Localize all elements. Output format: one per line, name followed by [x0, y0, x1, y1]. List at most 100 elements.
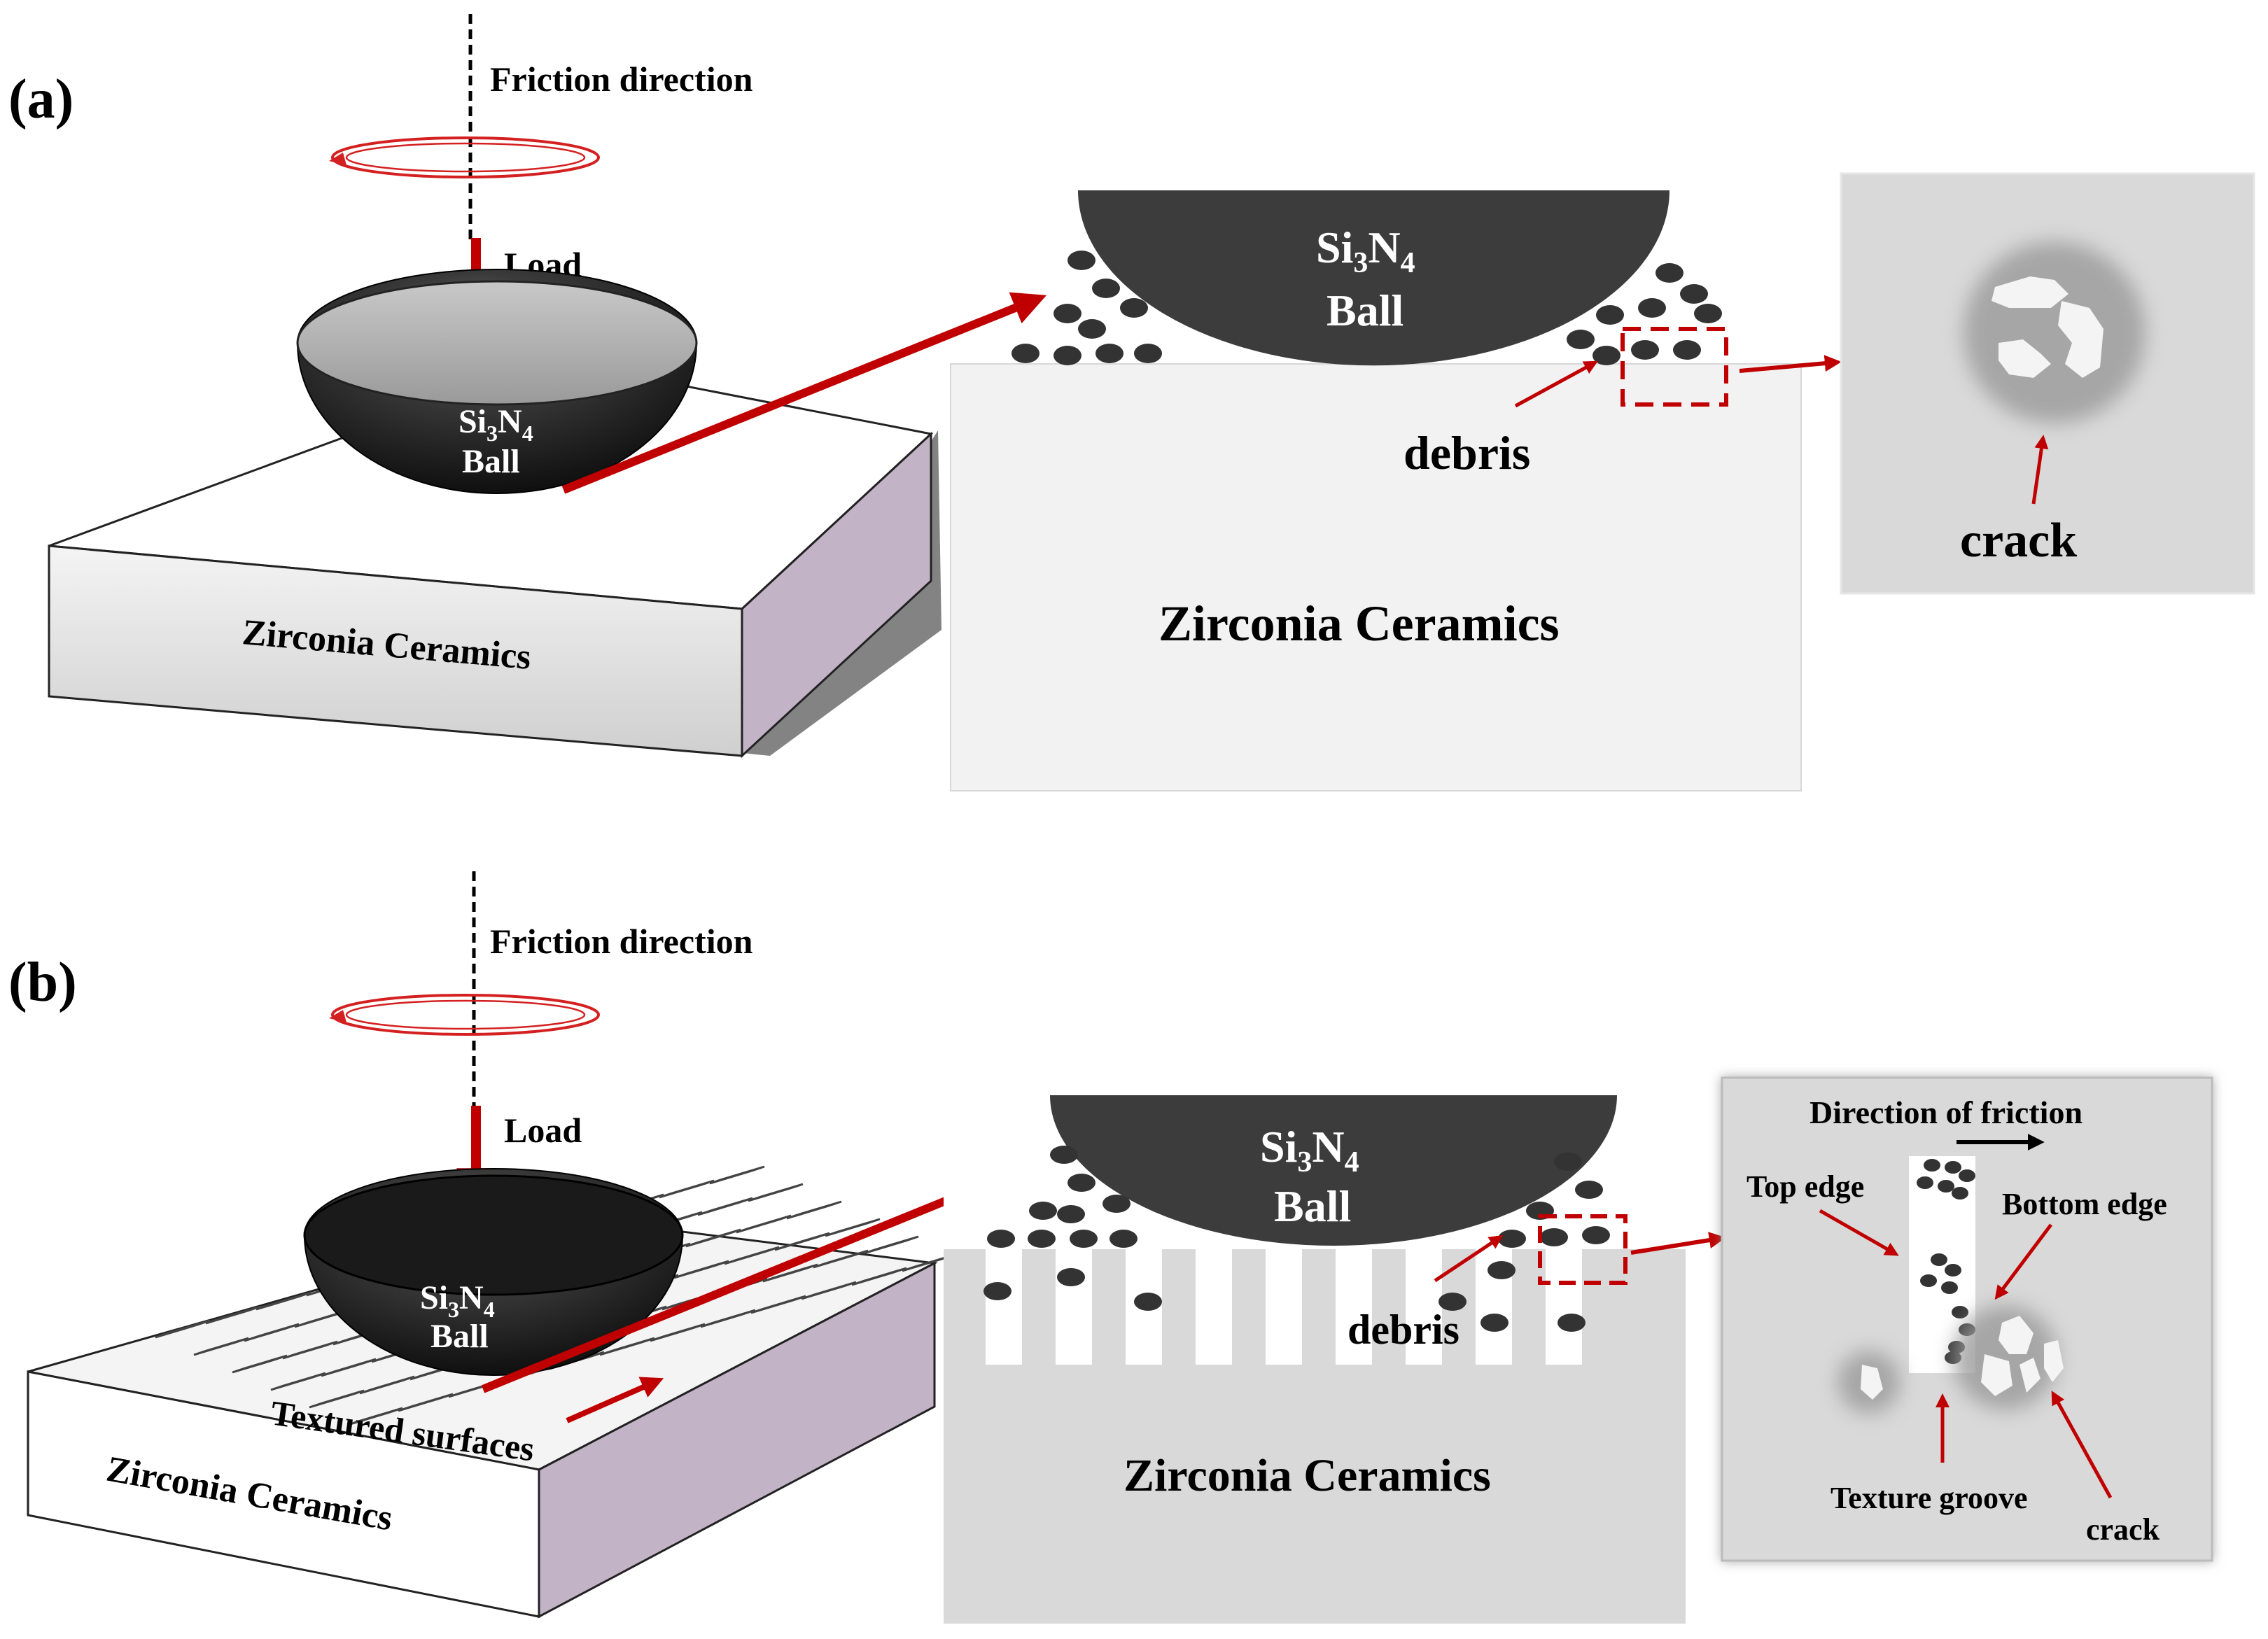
debris-particle	[1057, 1205, 1085, 1223]
texture-groove-label: Texture groove	[1830, 1481, 2028, 1515]
debris-particle	[1488, 1261, 1516, 1279]
crack-pointer-b	[2051, 1391, 2113, 1499]
debris-particle	[1680, 284, 1708, 304]
groove-slot	[1406, 1249, 1442, 1365]
texture-slot	[685, 1228, 741, 1248]
texture-slot	[825, 1218, 881, 1237]
debris-label-b: debris	[1348, 1307, 1460, 1353]
texture-groove-section	[986, 1249, 1582, 1365]
groove-slot	[1056, 1249, 1092, 1365]
debris-particle	[1102, 1195, 1130, 1213]
top-edge-label: Top edge	[1746, 1169, 1864, 1204]
zoom-arrow-b2	[1630, 1232, 1726, 1255]
debris-particle	[1068, 251, 1096, 270]
bottom-edge-label: Bottom edge	[2002, 1187, 2167, 1221]
debris-particle	[1656, 263, 1684, 283]
debris-particle	[1941, 1281, 1958, 1294]
texture-slot	[398, 1393, 454, 1412]
debris-pointer-b	[1434, 1235, 1504, 1283]
debris-particle	[1110, 1230, 1138, 1248]
friction-direction-label-b: Friction direction	[490, 922, 753, 961]
debris-particle	[1554, 1153, 1582, 1171]
debris-particles-b	[983, 1146, 1610, 1332]
ball-label-a-2: Ball	[462, 443, 520, 480]
crack-fragment	[2019, 1358, 2040, 1393]
debris-particle	[1673, 340, 1701, 360]
debris-particle	[1054, 304, 1082, 323]
texture-slot	[359, 1375, 415, 1395]
crack-fragment	[1861, 1365, 1883, 1400]
texture-slot	[724, 1246, 780, 1265]
groove-slot	[1336, 1249, 1372, 1365]
load-label-b: Load	[504, 1111, 582, 1150]
debris-particle	[1028, 1230, 1056, 1248]
debris-particle	[1959, 1169, 1975, 1182]
substrate-label-b: Zirconia Ceramics	[1124, 1450, 1491, 1501]
texture-slot	[270, 1372, 326, 1391]
panel-b-label: (b)	[8, 952, 77, 1013]
cross-section-b: Si3N4 Ball debris Zirconia Ceramics	[944, 1095, 1726, 1627]
debris-particle	[1596, 305, 1624, 325]
zoom-arrow-b	[481, 1181, 988, 1393]
top-edge-pointer	[1819, 1209, 1899, 1256]
zoom-box-a	[1620, 327, 1728, 407]
texture-slot	[786, 1200, 842, 1220]
texture-slot	[282, 1340, 338, 1360]
debris-particle	[1952, 1187, 1968, 1200]
ball-label-b-2: Ball	[430, 1318, 489, 1355]
panel-a-label: (a)	[8, 69, 74, 130]
groove-slot	[1266, 1249, 1302, 1365]
direction-of-friction-label: Direction of friction	[1809, 1095, 2082, 1130]
debris-particle	[1134, 1293, 1162, 1311]
debris-particle	[1582, 1226, 1610, 1244]
debris-particle	[1057, 1268, 1085, 1286]
texture-slot	[697, 1197, 753, 1216]
debris-particle	[1096, 344, 1124, 363]
texture-slot	[750, 1295, 806, 1314]
detail-ball-label-b-2: Ball	[1274, 1181, 1351, 1231]
zirconia-block-a: Zirconia Ceramics	[48, 359, 941, 759]
debris-particle	[1592, 346, 1620, 365]
crack-label-a: crack	[1960, 514, 2077, 568]
texture-slot	[255, 1291, 312, 1311]
groove-slot	[986, 1249, 1022, 1365]
crack-fragment	[2058, 301, 2104, 378]
debris-particle	[1575, 1181, 1603, 1199]
panel-a: (a) Friction direction Load Zirconia Cer…	[8, 14, 2255, 792]
panel-b: (b) Friction direction Load Zirconia Cer…	[8, 871, 2213, 1627]
debris-particle	[1011, 344, 1040, 363]
debris-particle	[1498, 1230, 1526, 1248]
debris-particle	[1540, 1228, 1568, 1246]
debris-particle	[1480, 1314, 1508, 1332]
cross-section-a: Si3N4 Ball debris Zirconia Ceramics	[950, 190, 1842, 792]
texture-slot	[193, 1337, 249, 1356]
crack-fragment	[1991, 276, 2068, 308]
debris-label-a: debris	[1404, 426, 1530, 479]
si3n4-ball-b: Si3N4 Ball	[303, 1168, 684, 1376]
si3n4-ball-a: Si3N4 Ball	[296, 269, 698, 494]
detail-ball-b	[1050, 1095, 1617, 1246]
debris-particle	[1931, 1253, 1947, 1266]
texture-slot	[801, 1281, 857, 1300]
texture-slot	[347, 1407, 403, 1426]
debris-particle	[1945, 1161, 1961, 1174]
groove-slot	[1196, 1249, 1232, 1365]
rotation-arrow-icon-b	[329, 994, 600, 1036]
debris-particle	[1938, 1180, 1954, 1193]
friction-direction-label: Friction direction	[490, 59, 753, 99]
texture-slot	[244, 1323, 300, 1342]
debris-particle	[1945, 1264, 1961, 1276]
debris-particle	[1952, 1306, 1968, 1318]
debris-particle	[1920, 1274, 1937, 1287]
texture-slot	[748, 1183, 804, 1202]
debris-particle	[1917, 1176, 1933, 1189]
debris-particle	[1924, 1159, 1940, 1172]
texture-slot	[232, 1354, 288, 1374]
texture-slot	[599, 1337, 655, 1356]
texture-slot	[762, 1263, 818, 1283]
texture-slot	[155, 1319, 211, 1339]
debris-particle	[1558, 1314, 1586, 1332]
texture-slot	[659, 1179, 715, 1199]
debris-particle	[1134, 344, 1162, 363]
